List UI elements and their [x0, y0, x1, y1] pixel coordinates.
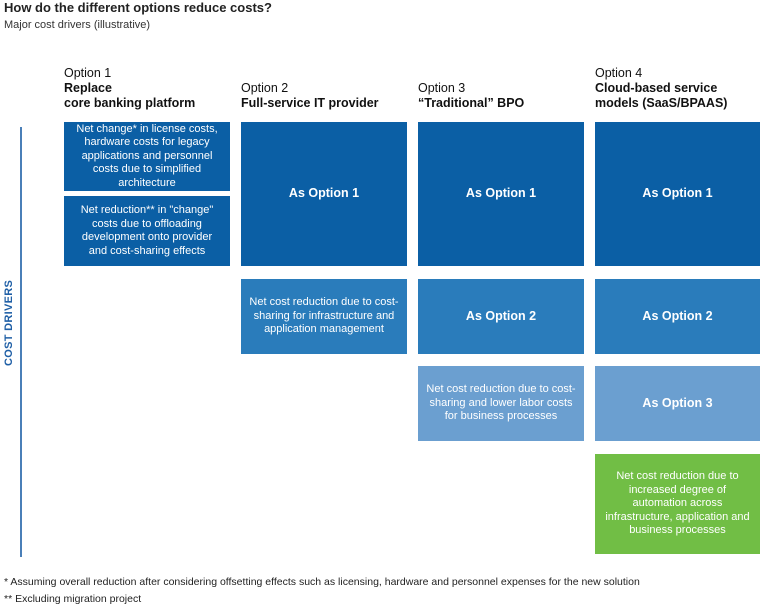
- option-4-as-option-2-box: As Option 2: [595, 279, 760, 354]
- option-1-change-box: Net reduction** in "change" costs due to…: [64, 196, 230, 266]
- option-4-name-line2: models (SaaS/BPAAS): [595, 96, 728, 110]
- option-2-as-option-1-box: As Option 1: [241, 122, 407, 266]
- cost-drivers-axis-line: [20, 127, 22, 557]
- footnote-1: * Assuming overall reduction after consi…: [4, 576, 640, 588]
- option-4-header: Option 4 Cloud-based service models (Saa…: [595, 66, 727, 111]
- option-4-name-line1: Cloud-based service: [595, 81, 718, 95]
- option-3-as-option-2-box: As Option 2: [418, 279, 584, 354]
- option-1-name-line1: Replace: [64, 81, 112, 95]
- option-4-number: Option 4: [595, 66, 643, 80]
- option-1-license-box: Net change* in license costs, hardware c…: [64, 122, 230, 191]
- page-subtitle: Major cost drivers (illustrative): [4, 19, 151, 31]
- option-3-header: Option 3 “Traditional” BPO: [418, 81, 524, 111]
- footnote-2: ** Excluding migration project: [4, 593, 142, 605]
- option-3-name-line1: “Traditional” BPO: [418, 96, 525, 110]
- option-1-header: Option 1 Replace core banking platform: [64, 66, 195, 111]
- option-4-automation-box: Net cost reduction due to increased degr…: [595, 454, 760, 554]
- option-3-as-option-1-box: As Option 1: [418, 122, 584, 266]
- cost-drivers-label: COST DRIVERS: [3, 279, 15, 366]
- option-2-header: Option 2 Full-service IT provider: [241, 81, 379, 111]
- option-3-labor-costs-box: Net cost reduction due to cost-sharing a…: [418, 366, 584, 441]
- option-1-number: Option 1: [64, 66, 112, 80]
- page-title: How do the different options reduce cost…: [4, 0, 272, 15]
- option-2-number: Option 2: [241, 81, 289, 95]
- option-4-as-option-1-box: As Option 1: [595, 122, 760, 266]
- option-3-number: Option 3: [418, 81, 466, 95]
- option-2-cost-sharing-box: Net cost reduction due to cost-sharing f…: [241, 279, 407, 354]
- option-2-name-line1: Full-service IT provider: [241, 96, 379, 110]
- option-4-as-option-3-box: As Option 3: [595, 366, 760, 441]
- option-1-name-line2: core banking platform: [64, 96, 196, 110]
